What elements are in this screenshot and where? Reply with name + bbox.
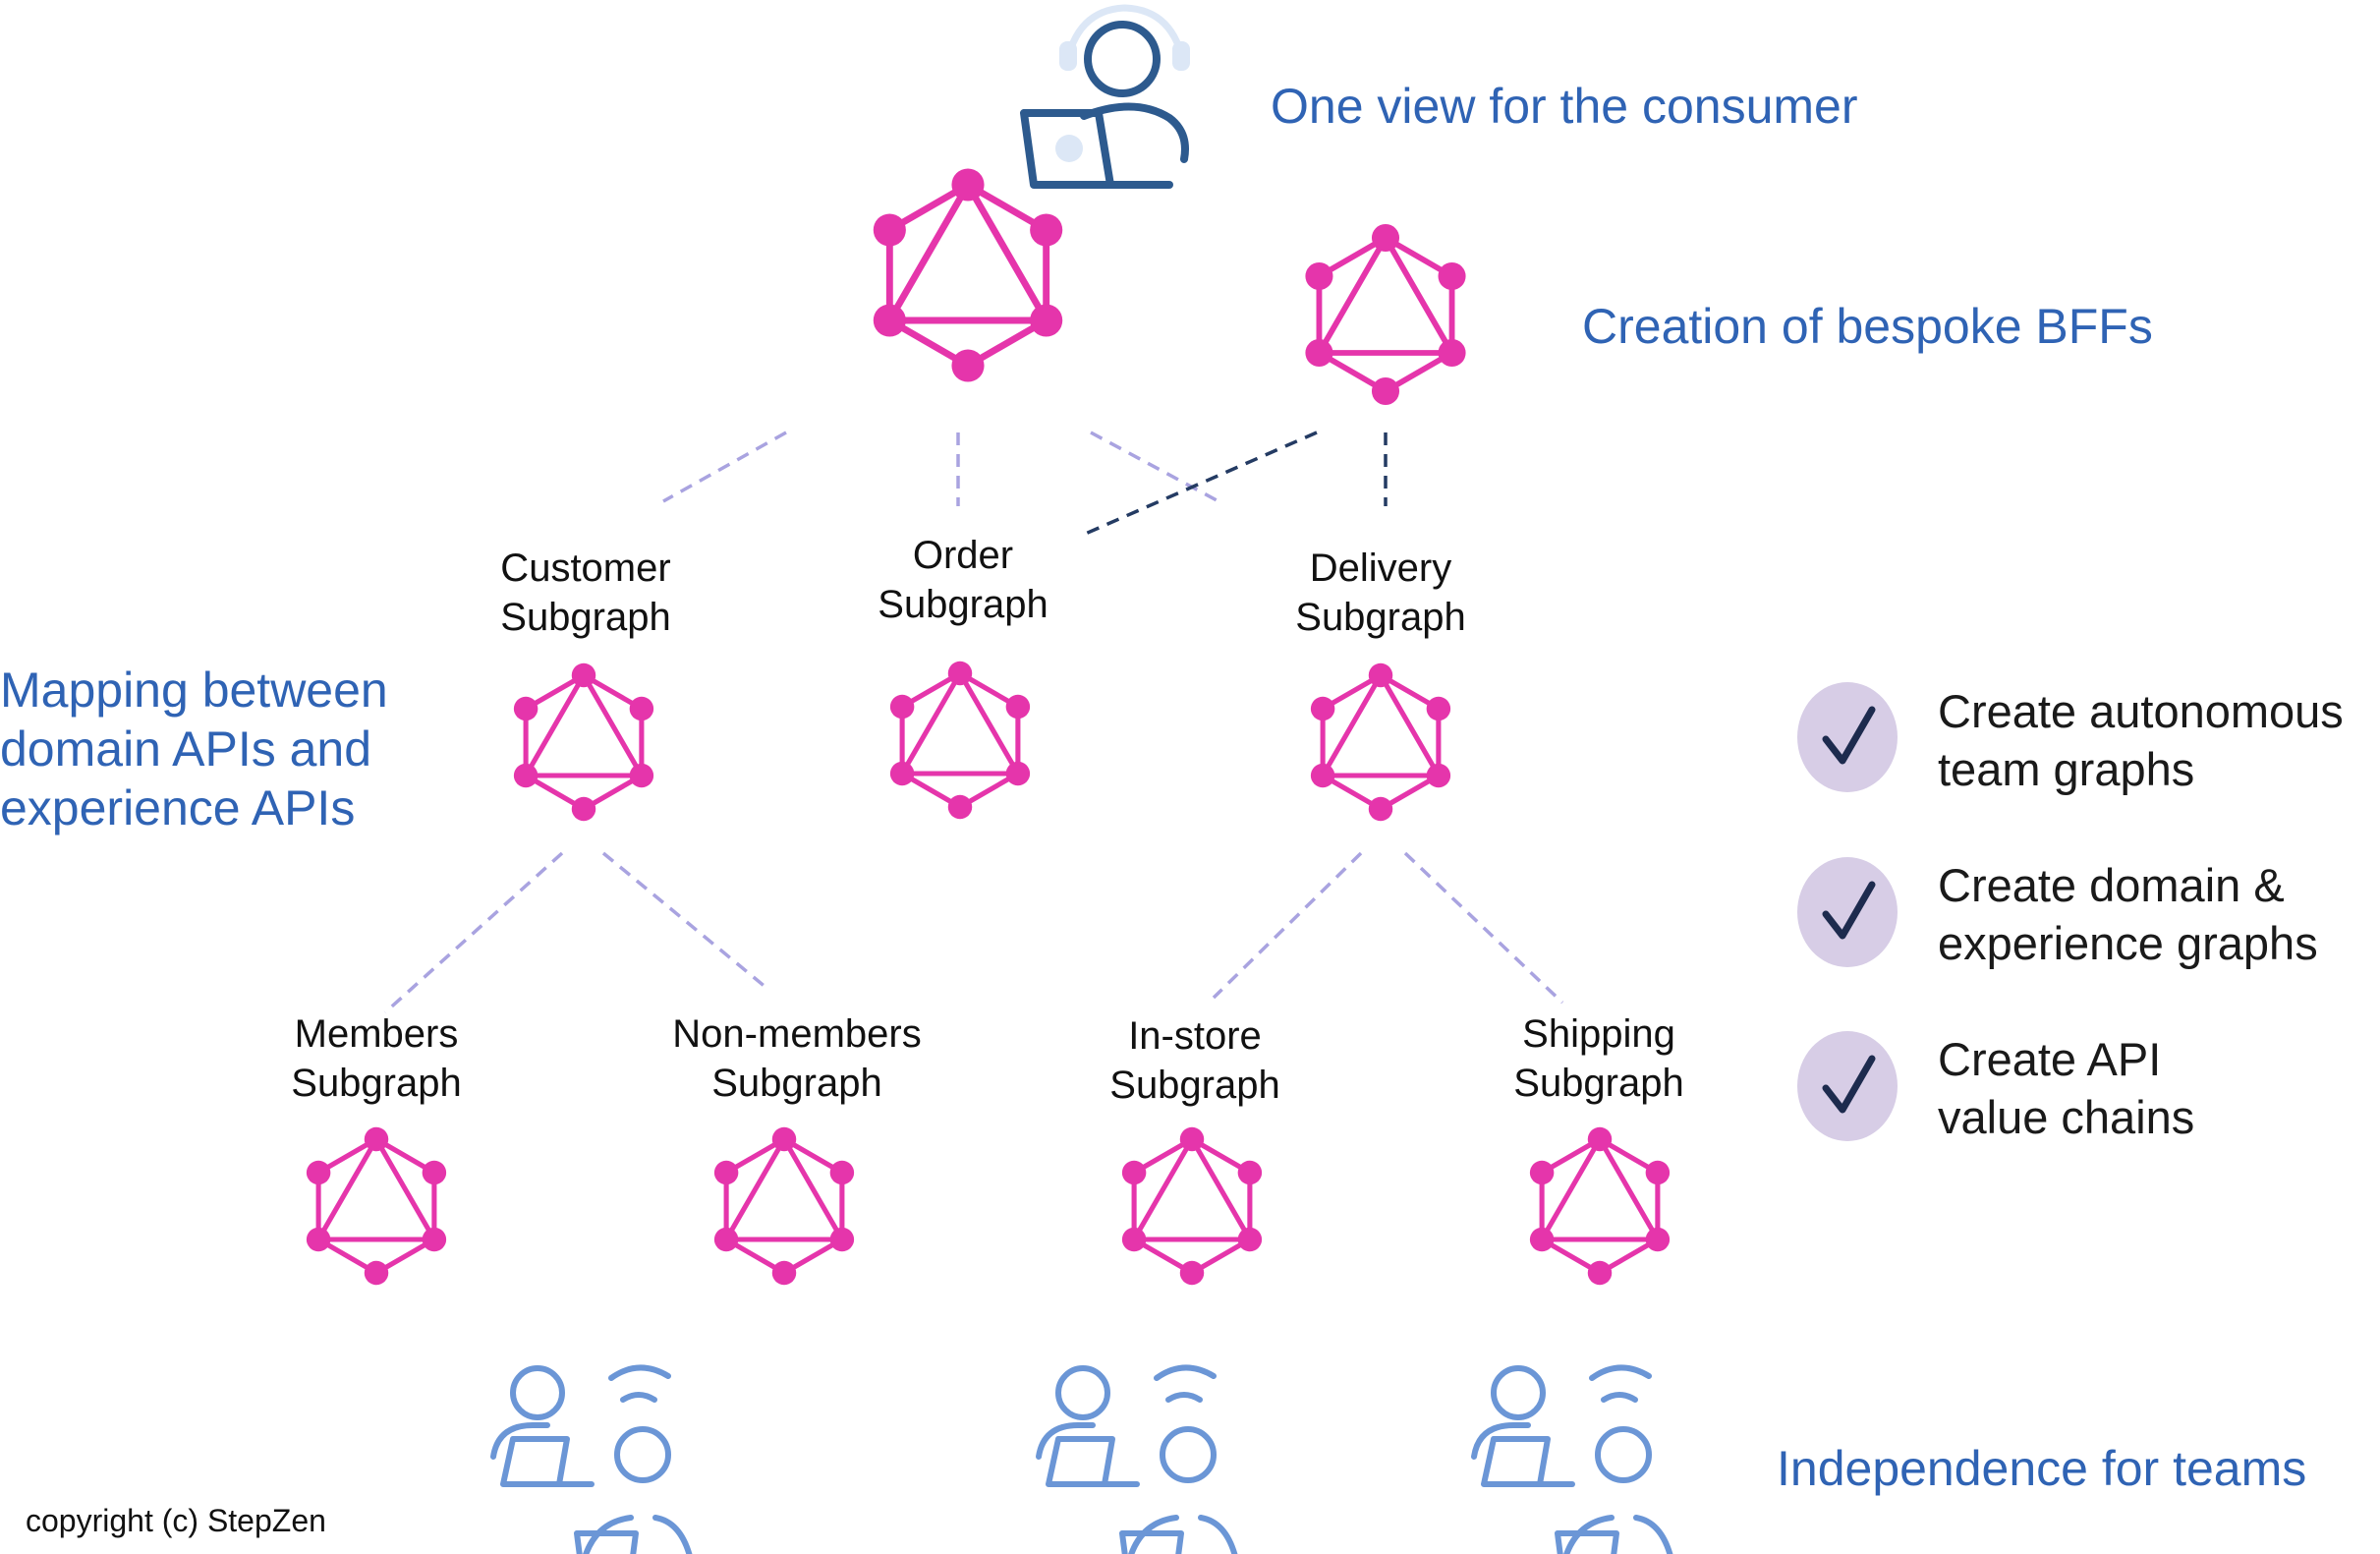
members-subgraph-label: Members Subgraph [291, 1009, 461, 1108]
consumer-laptop-icon [1020, 4, 1190, 189]
checklist-item-2-line-1: Create domain & [1938, 859, 2285, 911]
order-subgraph-icon [890, 662, 1030, 819]
delivery-subgraph-label-line-1: Delivery [1309, 547, 1452, 590]
copyright-notice: copyright (c) StepZen [26, 1503, 326, 1538]
order-subgraph-label-line-2: Subgraph [878, 583, 1048, 626]
mapping-label-line-2: domain APIs and [0, 721, 372, 777]
customer-subgraph-label-line-2: Subgraph [500, 596, 671, 639]
in-store-subgraph-label-line-2: Subgraph [1109, 1064, 1280, 1107]
shipping-subgraph-icon [1530, 1127, 1670, 1285]
checklist-icons [1797, 682, 1898, 1141]
checklist-item-3: Create API value chains [1938, 1030, 2194, 1146]
in-store-subgraph-icon [1122, 1127, 1262, 1285]
customer-subgraph-icon [514, 663, 653, 821]
order-subgraph-label: Order Subgraph [878, 531, 1048, 629]
members-subgraph-label-line-1: Members [294, 1012, 459, 1056]
team-independence-label: Independence for teams [1777, 1441, 2307, 1496]
customer-subgraph-label-line-1: Customer [500, 547, 671, 590]
order-subgraph-label-line-1: Order [912, 534, 1014, 577]
delivery-subgraph-label: Delivery Subgraph [1295, 544, 1465, 642]
bff-small-graph-icon [1305, 224, 1465, 405]
bespoke-bffs-label: Creation of bespoke BFFs [1582, 299, 2153, 354]
checklist-item-2-line-2: experience graphs [1938, 917, 2318, 969]
non-members-subgraph-label: Non-members Subgraph [672, 1009, 921, 1108]
shipping-subgraph-label-line-1: Shipping [1522, 1012, 1675, 1056]
delivery-subgraph-icon [1311, 663, 1450, 821]
non-members-subgraph-label-line-1: Non-members [672, 1012, 922, 1056]
in-store-subgraph-label-line-1: In-store [1128, 1014, 1262, 1058]
checklist-item-1: Create autonomous team graphs [1938, 682, 2344, 798]
mapping-label-line-3: experience APIs [0, 780, 356, 835]
bff-large-graph-icon [874, 168, 1062, 381]
checklist-item-2: Create domain & experience graphs [1938, 856, 2318, 972]
consumer-view-label: One view for the consumer [1271, 79, 1858, 134]
non-members-subgraph-icon [714, 1127, 854, 1285]
members-subgraph-icon [307, 1127, 446, 1285]
mapping-label-line-1: Mapping between [0, 662, 388, 718]
team-icon-left [493, 1367, 695, 1554]
connector-lines [383, 431, 1564, 1014]
shipping-subgraph-label-line-2: Subgraph [1513, 1062, 1684, 1105]
mapping-label: Mapping between domain APIs and experien… [0, 661, 388, 837]
checklist-item-3-line-1: Create API [1938, 1033, 2162, 1085]
checklist-item-1-line-2: team graphs [1938, 743, 2195, 795]
in-store-subgraph-label: In-store Subgraph [1109, 1011, 1279, 1110]
delivery-subgraph-label-line-2: Subgraph [1295, 596, 1466, 639]
members-subgraph-label-line-2: Subgraph [291, 1062, 462, 1105]
checklist-item-3-line-2: value chains [1938, 1091, 2195, 1143]
checklist-item-1-line-1: Create autonomous [1938, 685, 2344, 737]
non-members-subgraph-label-line-2: Subgraph [711, 1062, 882, 1105]
team-icon-middle [1039, 1367, 1240, 1554]
team-icon-right [1474, 1367, 1675, 1554]
shipping-subgraph-label: Shipping Subgraph [1513, 1009, 1683, 1108]
customer-subgraph-label: Customer Subgraph [500, 544, 670, 642]
